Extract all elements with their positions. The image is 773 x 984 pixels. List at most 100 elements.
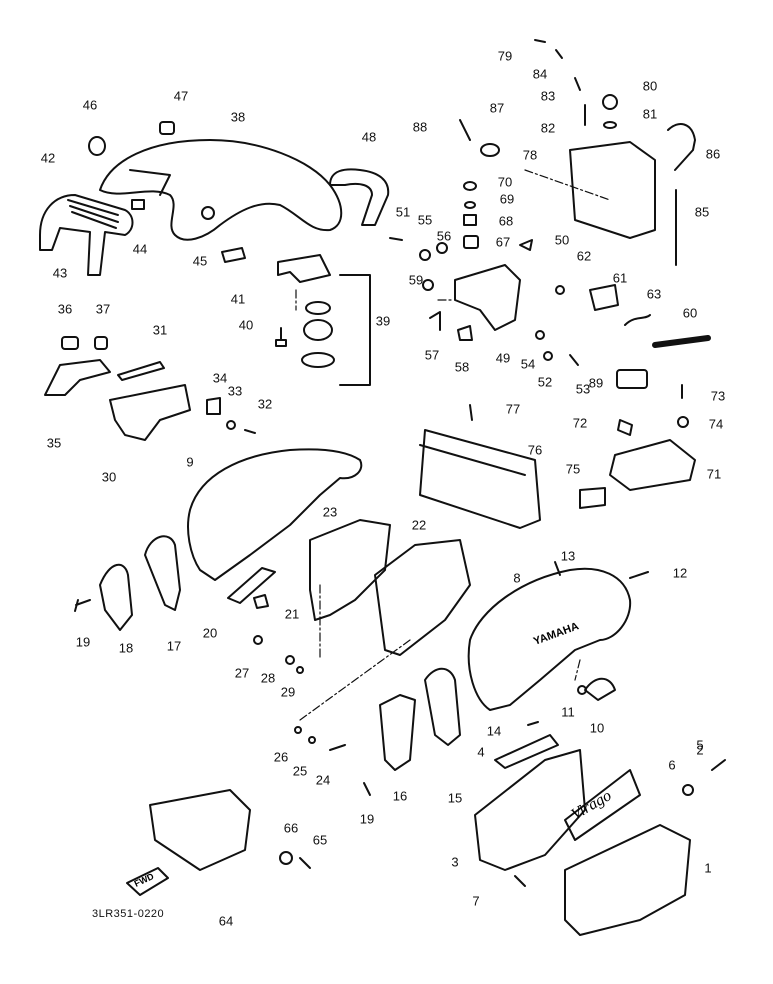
part-81 — [603, 121, 617, 129]
callout-62: 62 — [576, 248, 592, 264]
part-83 — [574, 77, 581, 91]
part-1-side-plate — [564, 824, 691, 936]
callout-78: 78 — [522, 147, 538, 163]
part-74 — [677, 416, 689, 428]
part-36 — [61, 336, 79, 350]
callout-47: 47 — [173, 88, 189, 104]
part-84 — [555, 49, 563, 59]
part-88 — [459, 119, 471, 141]
part-4 — [494, 734, 559, 769]
part-29 — [296, 666, 304, 674]
callout-2: 2 — [696, 742, 704, 758]
part-21 — [253, 594, 269, 609]
callout-51: 51 — [395, 204, 411, 220]
callout-17: 17 — [166, 638, 182, 654]
callout-30: 30 — [101, 469, 117, 485]
part-15 — [424, 667, 461, 746]
part-40-bolt — [275, 327, 287, 347]
part-63 — [624, 314, 651, 326]
callout-16: 16 — [392, 788, 408, 804]
part-3 — [474, 749, 586, 871]
part-9-side-cover — [187, 448, 363, 581]
part-18 — [99, 563, 133, 631]
callout-11: 11 — [561, 704, 575, 720]
callout-38: 38 — [230, 109, 246, 125]
part-37 — [94, 336, 108, 350]
callout-87: 87 — [489, 100, 505, 116]
part-67 — [463, 235, 479, 249]
callout-31: 31 — [152, 322, 168, 338]
callout-6: 6 — [668, 757, 676, 773]
part-39-bracket — [277, 254, 331, 283]
callout-33: 33 — [227, 383, 243, 399]
part-53 — [535, 330, 545, 340]
callout-71: 71 — [706, 466, 722, 482]
part-7 — [514, 875, 526, 887]
part-55 — [419, 249, 431, 261]
callout-28: 28 — [260, 670, 276, 686]
part-62 — [555, 285, 565, 295]
part-13 — [554, 561, 561, 576]
callout-75: 75 — [565, 461, 581, 477]
callout-7: 7 — [472, 893, 480, 909]
part-26 — [294, 726, 302, 734]
part-70 — [463, 181, 477, 191]
callout-67: 67 — [495, 234, 511, 250]
part-12 — [629, 571, 649, 579]
part-27 — [253, 635, 263, 645]
callout-80: 80 — [642, 78, 658, 94]
part-57 — [429, 311, 441, 331]
callout-34: 34 — [212, 370, 228, 386]
part-77 — [469, 404, 473, 421]
fwd-arrow-icon — [126, 867, 169, 896]
part-30 — [109, 384, 191, 441]
part-25 — [308, 736, 316, 744]
part-87 — [480, 143, 500, 157]
callout-61: 61 — [612, 270, 628, 286]
part-58 — [457, 325, 473, 341]
callout-84: 84 — [532, 66, 548, 82]
part-2-badge — [564, 769, 641, 841]
callout-52: 52 — [537, 374, 553, 390]
callout-21: 21 — [284, 606, 300, 622]
part-68 — [463, 214, 477, 226]
part-51 — [389, 237, 403, 241]
callout-85: 85 — [694, 204, 710, 220]
part-31 — [117, 361, 165, 381]
callout-20: 20 — [202, 625, 218, 641]
callout-66: 66 — [283, 820, 299, 836]
callout-70: 70 — [497, 174, 513, 190]
callout-8: 8 — [513, 570, 521, 586]
part-50 — [519, 239, 533, 251]
callout-19: 19 — [75, 634, 91, 650]
callout-73: 73 — [710, 388, 726, 404]
callout-56: 56 — [436, 228, 452, 244]
callout-68: 68 — [498, 213, 514, 229]
callout-18: 18 — [118, 640, 134, 656]
callout-74: 74 — [708, 416, 724, 432]
part-89 — [616, 369, 648, 389]
part-14 — [527, 721, 539, 726]
callout-50: 50 — [554, 232, 570, 248]
callout-88: 88 — [412, 119, 428, 135]
part-10 — [584, 677, 616, 701]
part-20 — [227, 567, 276, 604]
callout-81: 81 — [642, 106, 658, 122]
callout-4: 4 — [477, 744, 485, 760]
part-42-grab-rail — [39, 194, 134, 276]
callout-22: 22 — [411, 517, 427, 533]
part-54 — [569, 354, 579, 366]
part-49 — [454, 264, 521, 331]
part-17 — [144, 535, 181, 611]
callout-60: 60 — [682, 305, 698, 321]
part-46 — [201, 206, 215, 220]
callout-23: 23 — [322, 504, 338, 520]
callout-1: 1 — [704, 860, 712, 876]
yamaha-lettering: YAMAHA — [532, 620, 581, 647]
part-75 — [579, 487, 606, 509]
part-23 — [309, 519, 391, 621]
callout-27: 27 — [234, 665, 250, 681]
part-69 — [464, 201, 476, 209]
callout-36: 36 — [57, 301, 73, 317]
